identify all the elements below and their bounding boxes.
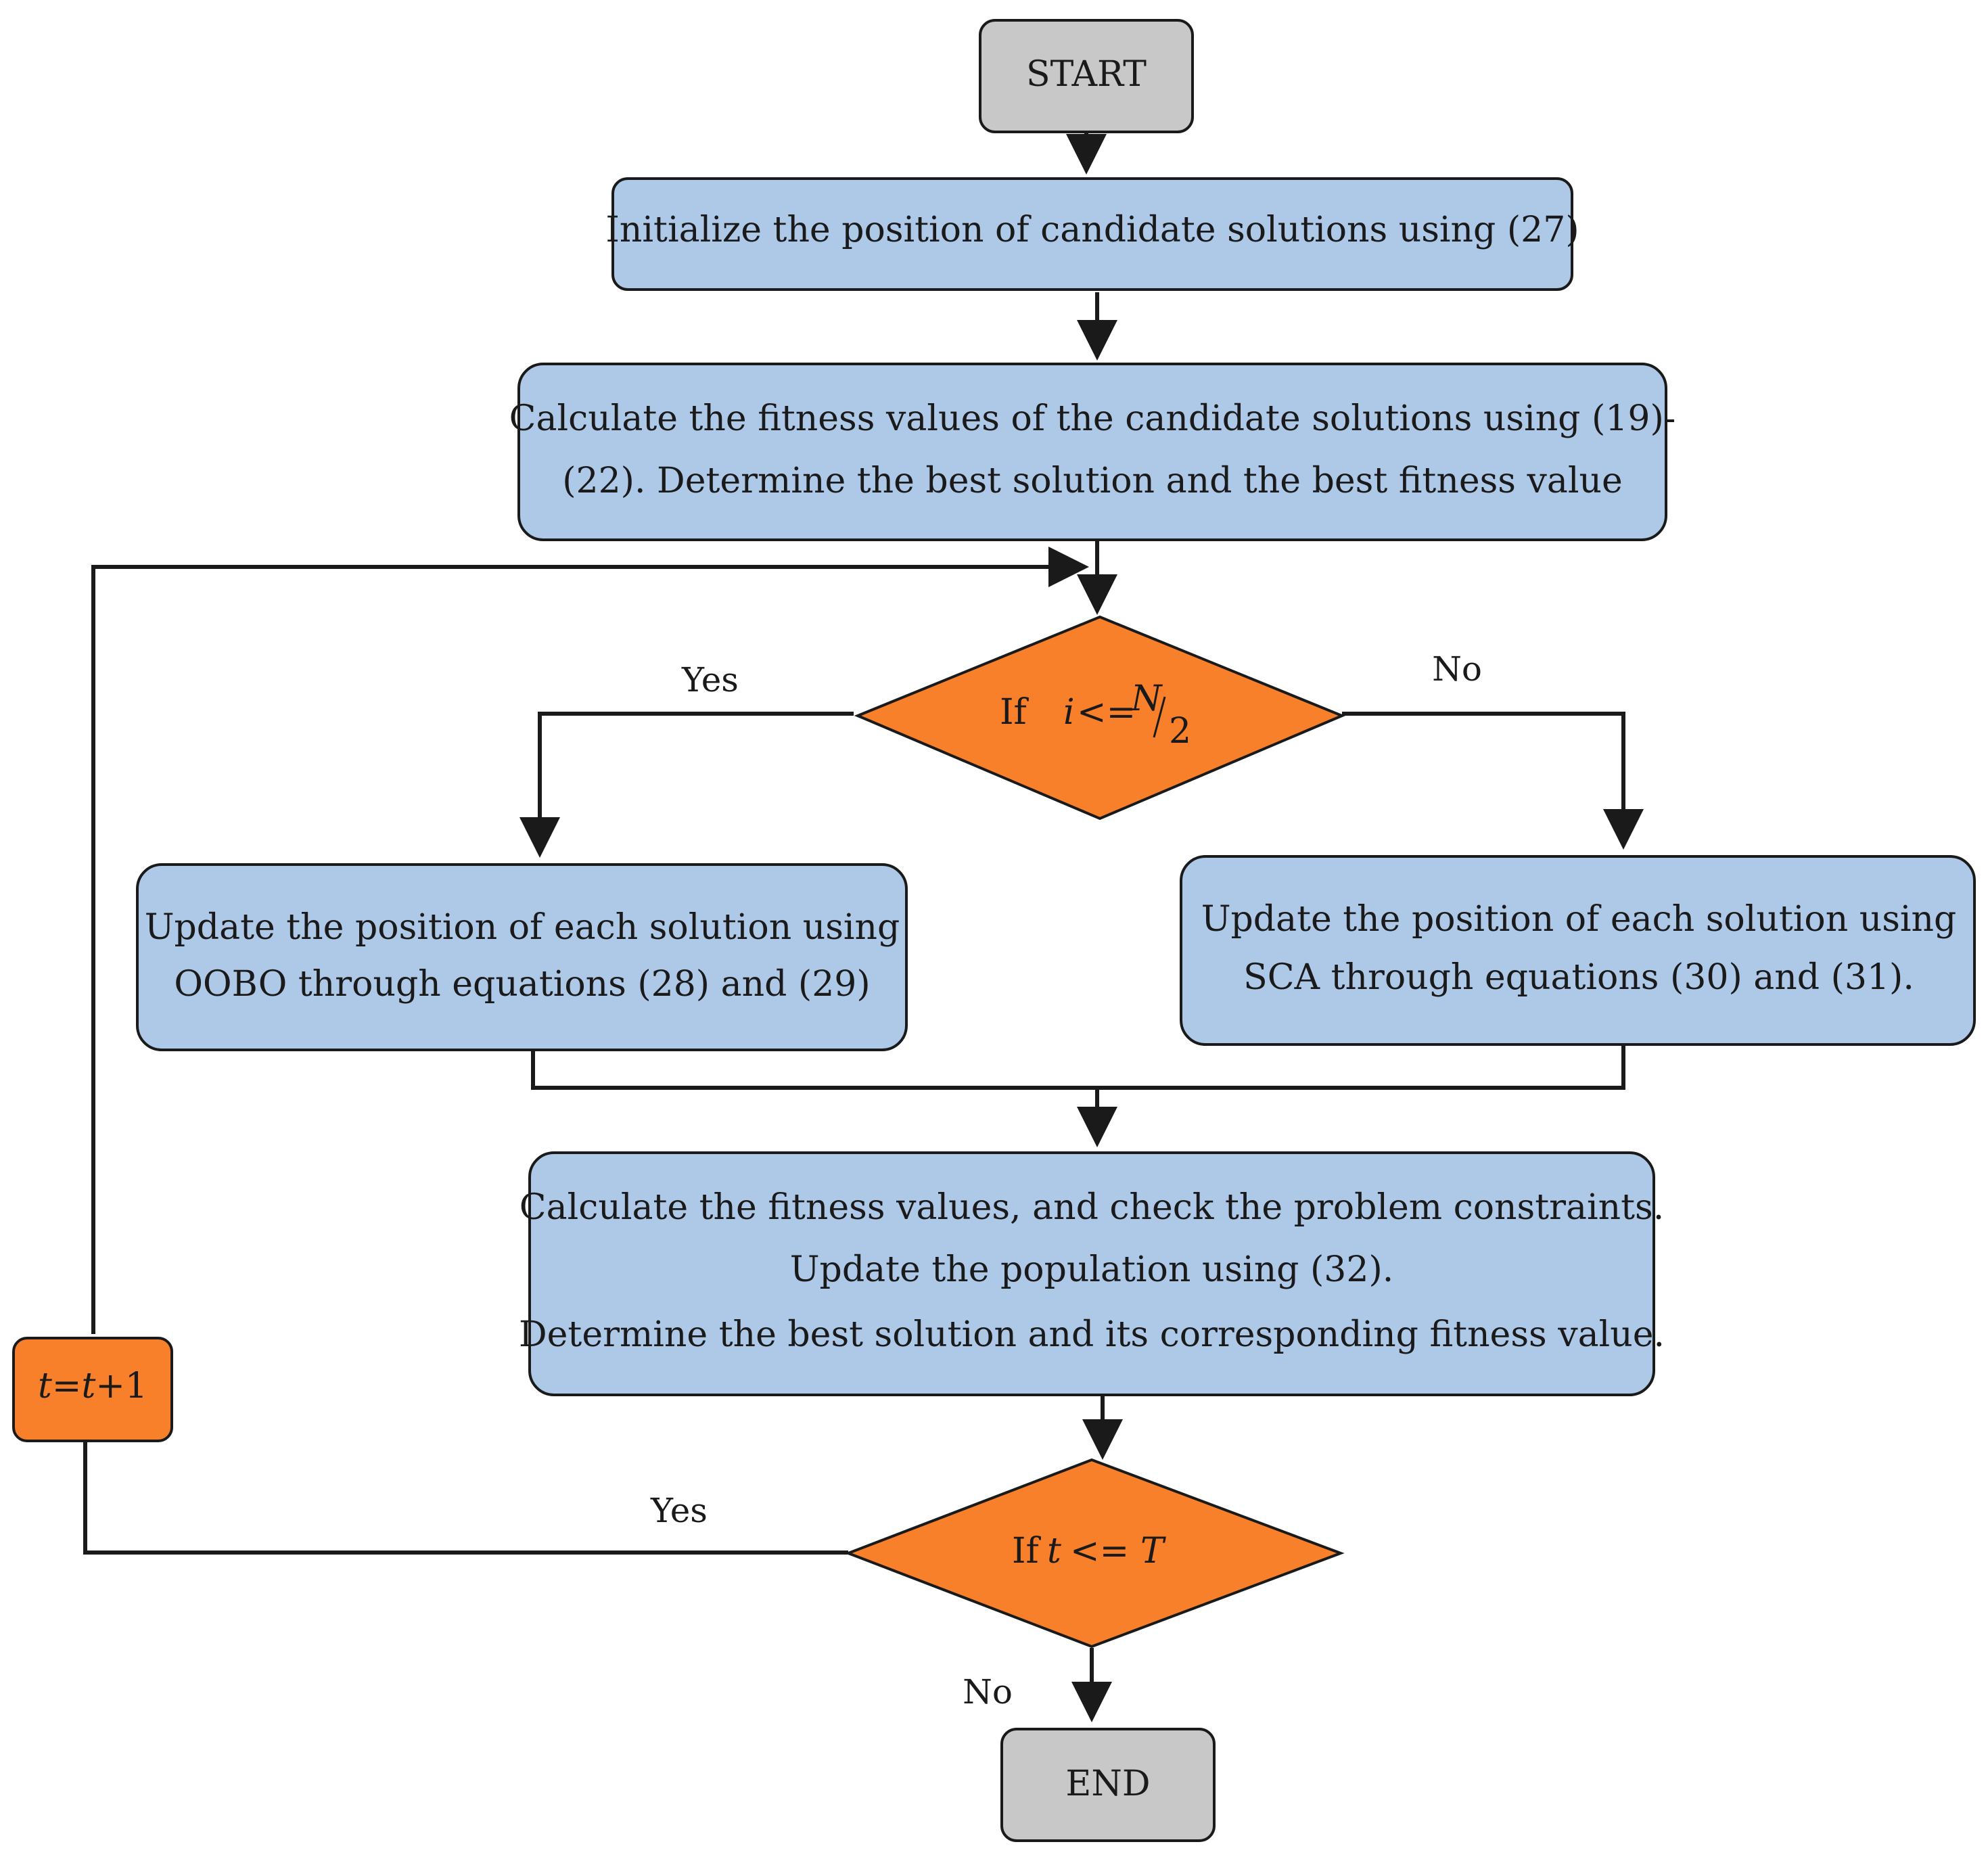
increment-iteration: t=t+1 [12,1337,173,1442]
connectors [83,133,1644,1722]
decision-population-half: If i <= N 2 [854,615,1346,821]
loop-yes-line [83,1442,848,1555]
calculate-update-process: Calculate the fitness values, and check … [519,1151,1665,1396]
initialize-label: Initialize the position of candidate sol… [605,210,1579,250]
decision-i-op: <= [1077,692,1136,733]
update-oobo-process: Update the position of each solution usi… [136,863,908,1051]
increment-t-left: t [38,1366,52,1406]
start-terminal: START [979,19,1194,133]
decision-i-var: i [1063,692,1075,733]
calculate-update-line-3: Determine the best solution and its corr… [519,1314,1665,1355]
decision-t-limit: T [1140,1531,1166,1571]
edge-label-no-bottom: No [963,1672,1013,1711]
start-label: START [1026,54,1147,95]
arrow-no-to-sca [1342,712,1644,850]
decision-t-var: t [1047,1531,1061,1571]
increment-plus-one: +1 [95,1366,147,1406]
initialize-process: Initialize the position of candidate sol… [605,177,1579,291]
decision-t-if: If [1012,1531,1042,1571]
calculate-update-line-2: Update the population using (32). [790,1249,1394,1290]
calculate-update-line-1: Calculate the fitness values, and check … [519,1187,1664,1228]
increment-t-right: t [81,1366,95,1406]
calculate-fitness-process: Calculate the fitness values of the cand… [509,363,1676,541]
decision-t-op: <= [1070,1531,1129,1571]
update-oobo-line-1: Update the position of each solution usi… [145,907,900,948]
update-sca-line-2: SCA through equations (30) and (31). [1243,957,1914,998]
calculate-fitness-line-2: (22). Determine the best solution and th… [562,461,1623,501]
update-sca-line-1: Update the position of each solution usi… [1201,899,1957,940]
edge-label-yes-bottom: Yes [650,1491,708,1530]
edge-label-yes-top: Yes [681,660,739,699]
loop-back-arrow [91,547,1089,1334]
merge-line [531,1046,1625,1090]
arrow-yes-to-oobo [519,712,854,858]
increment-label: t=t+1 [38,1366,147,1406]
decision-iteration-limit: If t <= T [844,1458,1345,1649]
decision-i-if: If [1000,692,1030,733]
decision-i-fraction-slash [1153,696,1166,738]
increment-equals: = [52,1366,82,1406]
end-terminal: END [1000,1728,1216,1842]
calculate-fitness-line-1: Calculate the fitness values of the cand… [509,398,1676,439]
update-oobo-line-2: OOBO through equations (28) and (29) [174,964,870,1005]
update-sca-process: Update the position of each solution usi… [1180,855,1976,1046]
edge-label-no-top: No [1432,649,1482,689]
end-label: END [1065,1764,1150,1804]
decision-i-numerator: N [1130,679,1163,719]
decision-i-denominator: 2 [1169,711,1191,752]
